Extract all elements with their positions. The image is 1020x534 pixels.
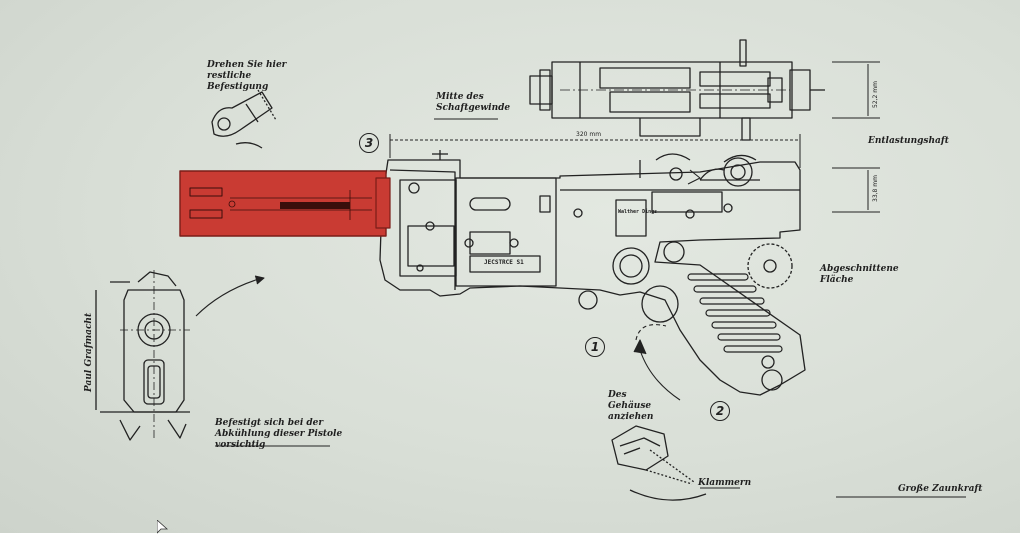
height-top-dimension: 52,2 mm xyxy=(872,81,879,108)
highlighted-barrel-part xyxy=(179,170,391,237)
serial-stamp: JECSTRCE S1 xyxy=(484,259,524,266)
note-barrel-assembly: Mitte des Schaftgewinde xyxy=(436,92,511,113)
note-top-left: Drehen Sie hier restliche Befestigung xyxy=(207,60,287,92)
note-left-side: Paul Grafmacht xyxy=(84,312,94,392)
dimension-lines xyxy=(389,61,880,213)
signature: Große Zaunkraft xyxy=(898,484,983,494)
barrel-assembly-drawing xyxy=(529,39,825,141)
bottom-detail-drawing xyxy=(611,425,707,501)
pistol-body-drawing xyxy=(379,150,806,396)
note-right-mid: Abgeschnittene Fläche xyxy=(820,264,899,285)
note-bottom-center: Des Gehäuse anziehen xyxy=(608,390,654,422)
mouse-cursor-icon xyxy=(157,520,169,534)
note-right-top: Entlastungshaft xyxy=(868,136,949,146)
end-view-drawing xyxy=(95,270,190,441)
length-dimension: 320 mm xyxy=(576,131,602,138)
callout-1: 1 xyxy=(585,337,605,357)
note-bottom-center-b: Klammern xyxy=(698,478,752,488)
callout-2: 2 xyxy=(710,401,730,421)
top-left-detail-drawing xyxy=(211,89,277,149)
model-stamp: Walther Dings xyxy=(618,209,658,215)
height-mid-dimension: 33,8 mm xyxy=(872,175,879,202)
note-bottom-left: Befestigt sich bei der Abkühlung dieser … xyxy=(215,418,343,450)
callout-3: 3 xyxy=(359,133,379,153)
